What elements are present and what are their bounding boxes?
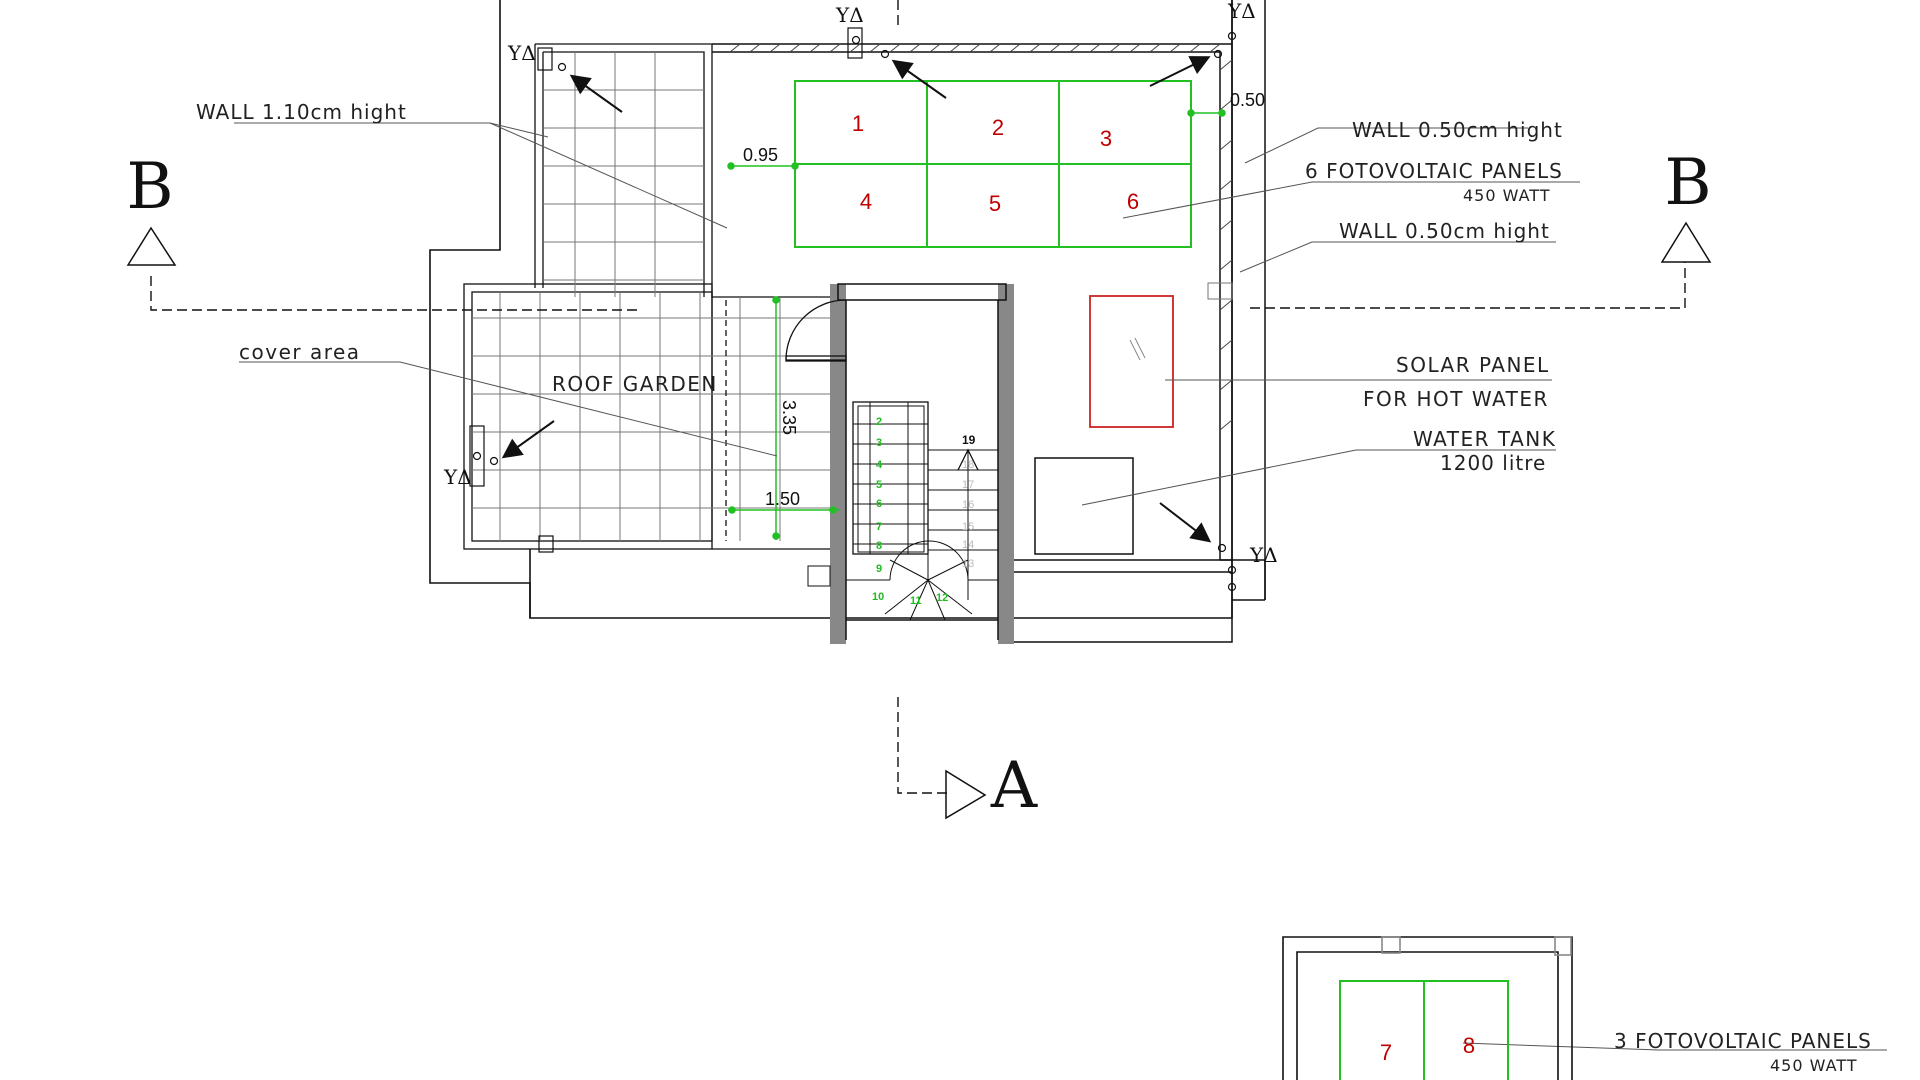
section-marker-a: A — [990, 749, 1038, 823]
label-wall-110: WALL 1.10cm hight — [196, 100, 407, 124]
pv-panel-number: 8 — [1463, 1033, 1475, 1058]
annotation-labels: WALL 1.10cm hight WALL 0.50cm hight 6 FO… — [196, 100, 1872, 1075]
step-number: 8 — [876, 540, 882, 552]
drain-points — [469, 27, 1237, 592]
solar-hot-water-panel — [1089, 295, 1174, 428]
label-for-hot-water: FOR HOT WATER — [1363, 387, 1549, 411]
pv-panel-numbers: 1 2 3 4 5 6 — [852, 111, 1139, 216]
step-number: 13 — [962, 558, 974, 570]
pv-panel-number: 6 — [1127, 189, 1139, 214]
main-roof — [712, 30, 1233, 455]
drain-label: ΥΔ — [835, 3, 864, 27]
drain-label: ΥΔ — [1249, 543, 1278, 567]
step-number: 7 — [876, 521, 882, 533]
hatched-parapet-right — [1207, 59, 1233, 431]
label-fotovoltaic-6-watt: 450 WATT — [1463, 186, 1551, 205]
leader-lines — [234, 122, 1887, 1051]
label-solar-panel: SOLAR PANEL — [1396, 353, 1550, 377]
drain-label: ΥΔ — [443, 465, 472, 489]
pv-panels-main — [794, 80, 1192, 248]
section-marker-b-left: B — [126, 150, 173, 224]
pv-panel-number: 4 — [860, 189, 872, 214]
step-number: 4 — [876, 459, 883, 471]
dimension-lines — [727, 109, 1226, 540]
step-number-top: 19 — [962, 433, 976, 447]
wall-lower-right — [1008, 0, 1266, 643]
pv-panel-number: 3 — [1100, 126, 1112, 151]
step-number: 11 — [910, 595, 922, 607]
dimension-335: 3.35 — [779, 400, 799, 435]
label-water-tank: WATER TANK — [1413, 427, 1556, 451]
pv-panel-number: 1 — [852, 111, 864, 136]
hatched-parapet-top — [729, 43, 1221, 53]
pv-panel-number: 2 — [992, 115, 1004, 140]
label-fotovoltaic-6: 6 FOTOVOLTAIC PANELS — [1305, 159, 1563, 183]
step-number: 2 — [876, 416, 882, 428]
water-tank — [1034, 457, 1134, 555]
section-line-b — [126, 221, 1712, 311]
step-number: 15 — [962, 521, 974, 533]
small-roof — [1282, 936, 1573, 1080]
step-number: 6 — [876, 498, 882, 510]
label-roof-garden: ROOF GARDEN — [552, 372, 718, 396]
step-number: 5 — [876, 479, 882, 491]
step-number: 3 — [876, 437, 882, 449]
section-line-a — [897, 0, 987, 820]
pv-panel-number: 5 — [989, 191, 1001, 216]
drain-label: ΥΔ — [1227, 0, 1256, 23]
building-outline — [429, 0, 1233, 619]
drain-label: ΥΔ — [507, 41, 536, 65]
dimension-texts: 0.95 0.50 3.35 1.50 — [743, 90, 1265, 509]
pv-panel-numbers-small: 7 8 — [1380, 1033, 1475, 1065]
section-marker-b-right: B — [1664, 146, 1711, 220]
dimension-050: 0.50 — [1230, 90, 1265, 110]
label-water-tank-capacity: 1200 litre — [1440, 451, 1546, 475]
parapet-wall-110 — [463, 43, 833, 550]
step-number: 9 — [876, 563, 882, 575]
pv-panel-number: 7 — [1380, 1040, 1392, 1065]
label-fotovoltaic-3: 3 FOTOVOLTAIC PANELS — [1614, 1029, 1872, 1053]
stair-step-numbers: 2 3 4 5 6 7 8 9 10 11 12 13 14 15 16 17 … — [872, 416, 976, 607]
drain-arrows — [501, 56, 1212, 543]
step-number: 12 — [936, 592, 948, 604]
pv-panels-small — [1339, 980, 1509, 1080]
label-wall-050-mid: WALL 0.50cm hight — [1339, 219, 1550, 243]
step-number: 18 — [962, 459, 974, 471]
drain-labels: ΥΔ ΥΔ ΥΔ ΥΔ ΥΔ — [443, 0, 1278, 567]
step-number: 17 — [962, 479, 974, 491]
step-number: 16 — [962, 499, 974, 511]
step-number: 10 — [872, 591, 884, 603]
dimension-150: 1.50 — [765, 489, 800, 509]
step-number: 14 — [962, 539, 974, 551]
label-fotovoltaic-3-watt: 450 WATT — [1770, 1056, 1858, 1075]
staircase — [785, 283, 1014, 644]
dimension-095: 0.95 — [743, 145, 778, 165]
label-cover-area: cover area — [239, 340, 361, 364]
label-wall-050-top: WALL 0.50cm hight — [1352, 118, 1563, 142]
